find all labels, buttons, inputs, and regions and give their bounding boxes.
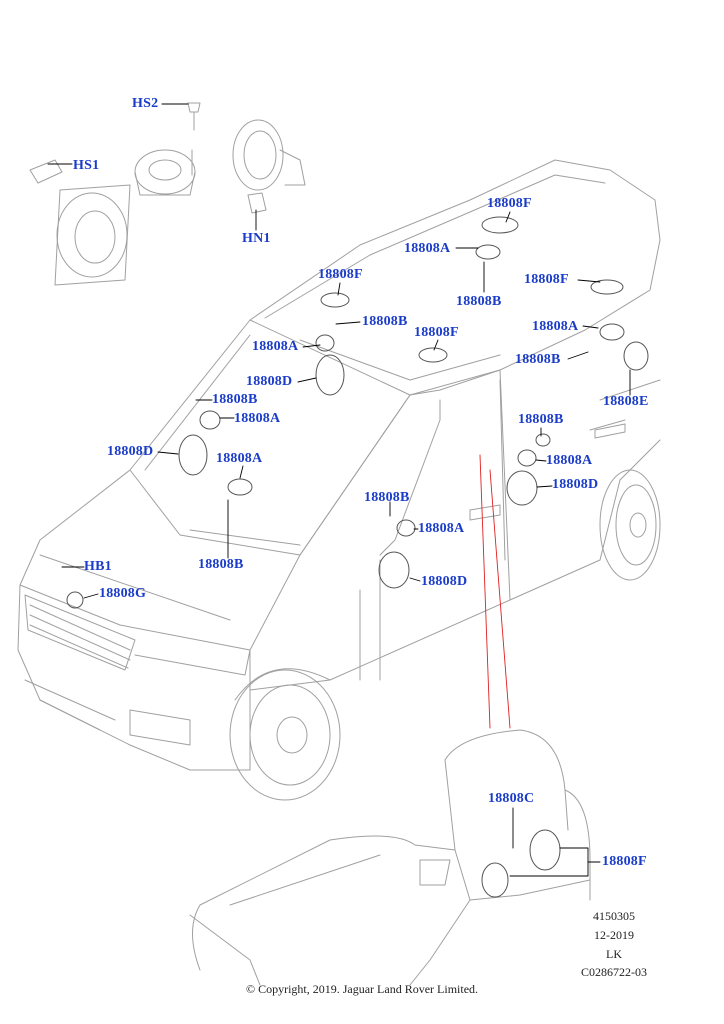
- callout-18808a-rear-door[interactable]: 18808A: [546, 453, 593, 468]
- callout-18808e-tailgate[interactable]: 18808E: [603, 394, 649, 409]
- callout-18808a-tailgate[interactable]: 18808A: [532, 319, 579, 334]
- callout-18808b-rear-door[interactable]: 18808B: [518, 412, 564, 427]
- leader-lines: [47, 103, 631, 877]
- callout-hs2[interactable]: HS2: [132, 96, 159, 111]
- callout-18808f-roof-mid[interactable]: 18808F: [414, 325, 459, 340]
- callout-18808d-roof-front[interactable]: 18808D: [246, 374, 293, 389]
- callout-18808a-dash-center[interactable]: 18808A: [216, 451, 263, 466]
- callout-18808b-tailgate[interactable]: 18808B: [515, 352, 561, 367]
- seat-outline: [189, 729, 591, 986]
- drawing-code: C0286722-03: [581, 965, 647, 979]
- callout-18808f-roof-rear-top[interactable]: 18808F: [487, 196, 532, 211]
- vehicle-outline: [17, 159, 661, 801]
- callout-hb1[interactable]: HB1: [84, 559, 112, 574]
- copyright-notice: © Copyright, 2019. Jaguar Land Rover Lim…: [245, 982, 479, 996]
- callout-18808g-bumper[interactable]: 18808G: [99, 586, 147, 601]
- section-lines: [479, 454, 511, 729]
- callout-18808b-roof-front[interactable]: 18808B: [362, 314, 408, 329]
- callout-18808a-roof-rear[interactable]: 18808A: [404, 241, 451, 256]
- callout-18808d-dash-left[interactable]: 18808D: [107, 444, 154, 459]
- callout-18808b-dash-left[interactable]: 18808B: [212, 392, 258, 407]
- component-inset: [29, 102, 306, 286]
- callout-18808b-roof-rear[interactable]: 18808B: [456, 294, 502, 309]
- callout-18808f-roof-rear-right[interactable]: 18808F: [524, 272, 569, 287]
- callout-18808a-roof-front[interactable]: 18808A: [252, 339, 299, 354]
- callout-hs1[interactable]: HS1: [73, 158, 100, 173]
- callout-hn1[interactable]: HN1: [242, 231, 271, 246]
- callout-18808a-front-door[interactable]: 18808A: [418, 521, 465, 536]
- drawing-ref-number: 4150305: [593, 909, 635, 923]
- speaker-components: [66, 216, 649, 898]
- callout-18808c-seat[interactable]: 18808C: [488, 791, 535, 806]
- callout-18808a-dash-left[interactable]: 18808A: [234, 411, 281, 426]
- callout-18808b-front-door[interactable]: 18808B: [364, 490, 410, 505]
- drawing-date: 12-2019: [594, 928, 634, 942]
- callout-18808d-rear-door[interactable]: 18808D: [552, 477, 599, 492]
- callout-18808f-roof-front[interactable]: 18808F: [318, 267, 363, 282]
- callout-18808d-front-door[interactable]: 18808D: [421, 574, 468, 589]
- callout-18808f-seat[interactable]: 18808F: [602, 854, 647, 869]
- callout-18808b-dash-center[interactable]: 18808B: [198, 557, 244, 572]
- drawing-initials: LK: [606, 947, 622, 961]
